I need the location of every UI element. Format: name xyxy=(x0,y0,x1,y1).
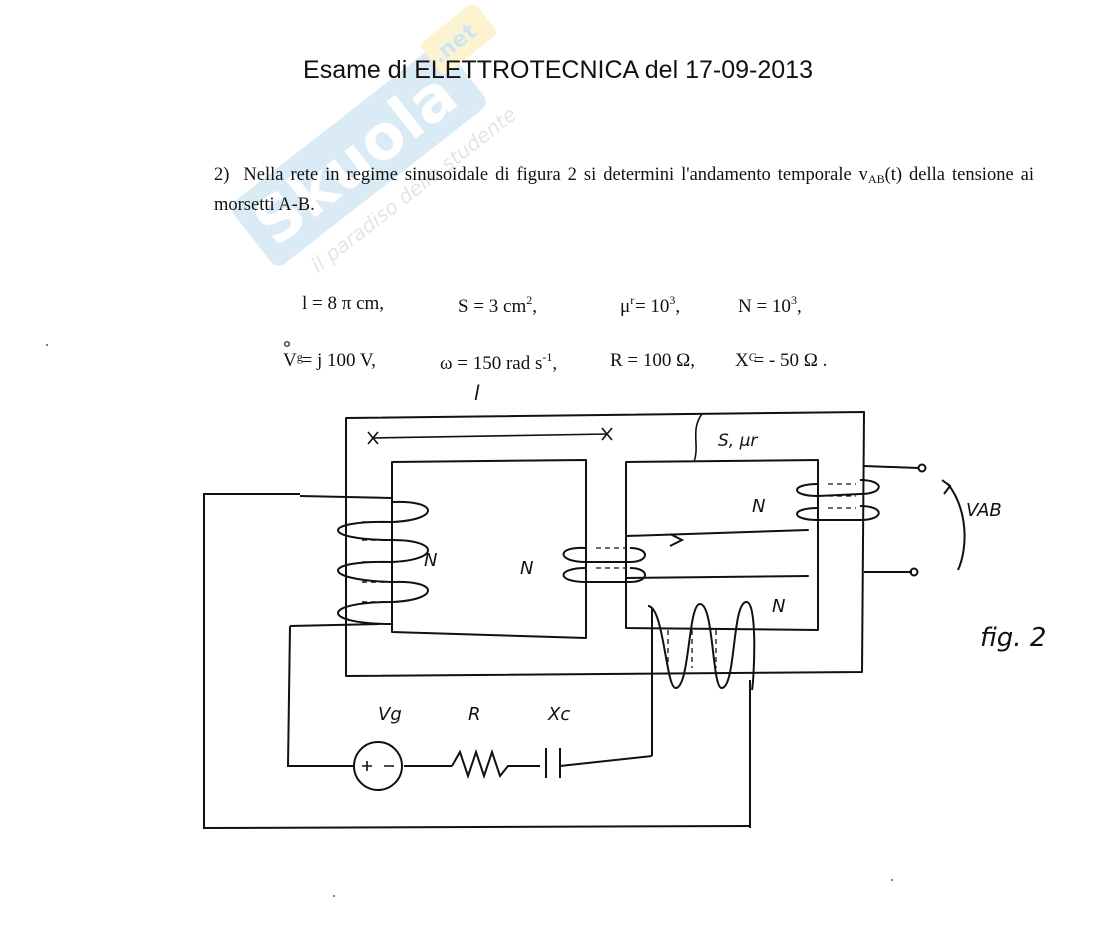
core-window-right xyxy=(625,459,819,631)
speck xyxy=(333,895,335,897)
core-slot-top xyxy=(625,529,809,537)
param-S: S = 3 cm2, xyxy=(458,293,537,317)
speck xyxy=(46,344,48,346)
label-s-mu: S, μr xyxy=(718,431,758,451)
param-N: N = 103, xyxy=(738,293,802,317)
watermark-badge xyxy=(231,44,486,266)
core-outer xyxy=(345,411,865,677)
problem-statement: 2) Nella rete in regime sinusoidale di f… xyxy=(214,162,1034,218)
coil-1 xyxy=(289,495,429,627)
label-N-3: N xyxy=(752,496,765,517)
problem-number: 2) xyxy=(214,165,230,185)
terminal-B xyxy=(909,567,919,577)
label-l: l xyxy=(474,381,480,405)
problem-v-sub: AB xyxy=(867,172,885,186)
label-vg: Vg xyxy=(378,704,402,725)
label-N-4: N xyxy=(772,596,785,617)
param-l: l = 8 π cm, xyxy=(302,293,385,314)
section-marker xyxy=(693,413,703,463)
vab-arrowhead xyxy=(941,479,952,495)
label-N-1: N xyxy=(424,550,437,571)
coil-2 xyxy=(562,533,685,583)
core-slot-bottom xyxy=(625,575,809,579)
watermark-tld-box xyxy=(421,4,497,74)
label-xc: Xc xyxy=(547,704,570,725)
label-fig: fig. 2 xyxy=(980,623,1046,653)
problem-text-before: Nella rete in regime sinusoidale di figu… xyxy=(243,165,868,185)
voltage-source xyxy=(353,741,403,791)
page-title: Esame di ELETTROTECNICA del 17-09-2013 xyxy=(303,56,813,84)
problem-text-after: (t) della tensione ai morsetti A-B. xyxy=(214,165,1034,215)
label-N-2: N xyxy=(520,558,533,579)
coil-3 xyxy=(796,463,966,577)
vab-arrow xyxy=(947,483,966,571)
param-R: R = 100 Ω, xyxy=(610,350,696,371)
length-marker xyxy=(371,433,609,439)
param-omega: ω = 150 rad s-1, xyxy=(440,350,558,374)
terminal-A xyxy=(917,463,927,473)
core-window-left xyxy=(391,459,587,639)
label-vab: VAB xyxy=(966,500,1002,521)
coil-4 xyxy=(647,601,756,828)
external-wiring xyxy=(203,493,751,830)
length-marker-ends xyxy=(367,427,613,445)
arrow-marker xyxy=(669,533,685,547)
speck xyxy=(891,879,893,881)
label-R: R xyxy=(468,704,481,725)
terminal-A-wire xyxy=(863,465,919,469)
